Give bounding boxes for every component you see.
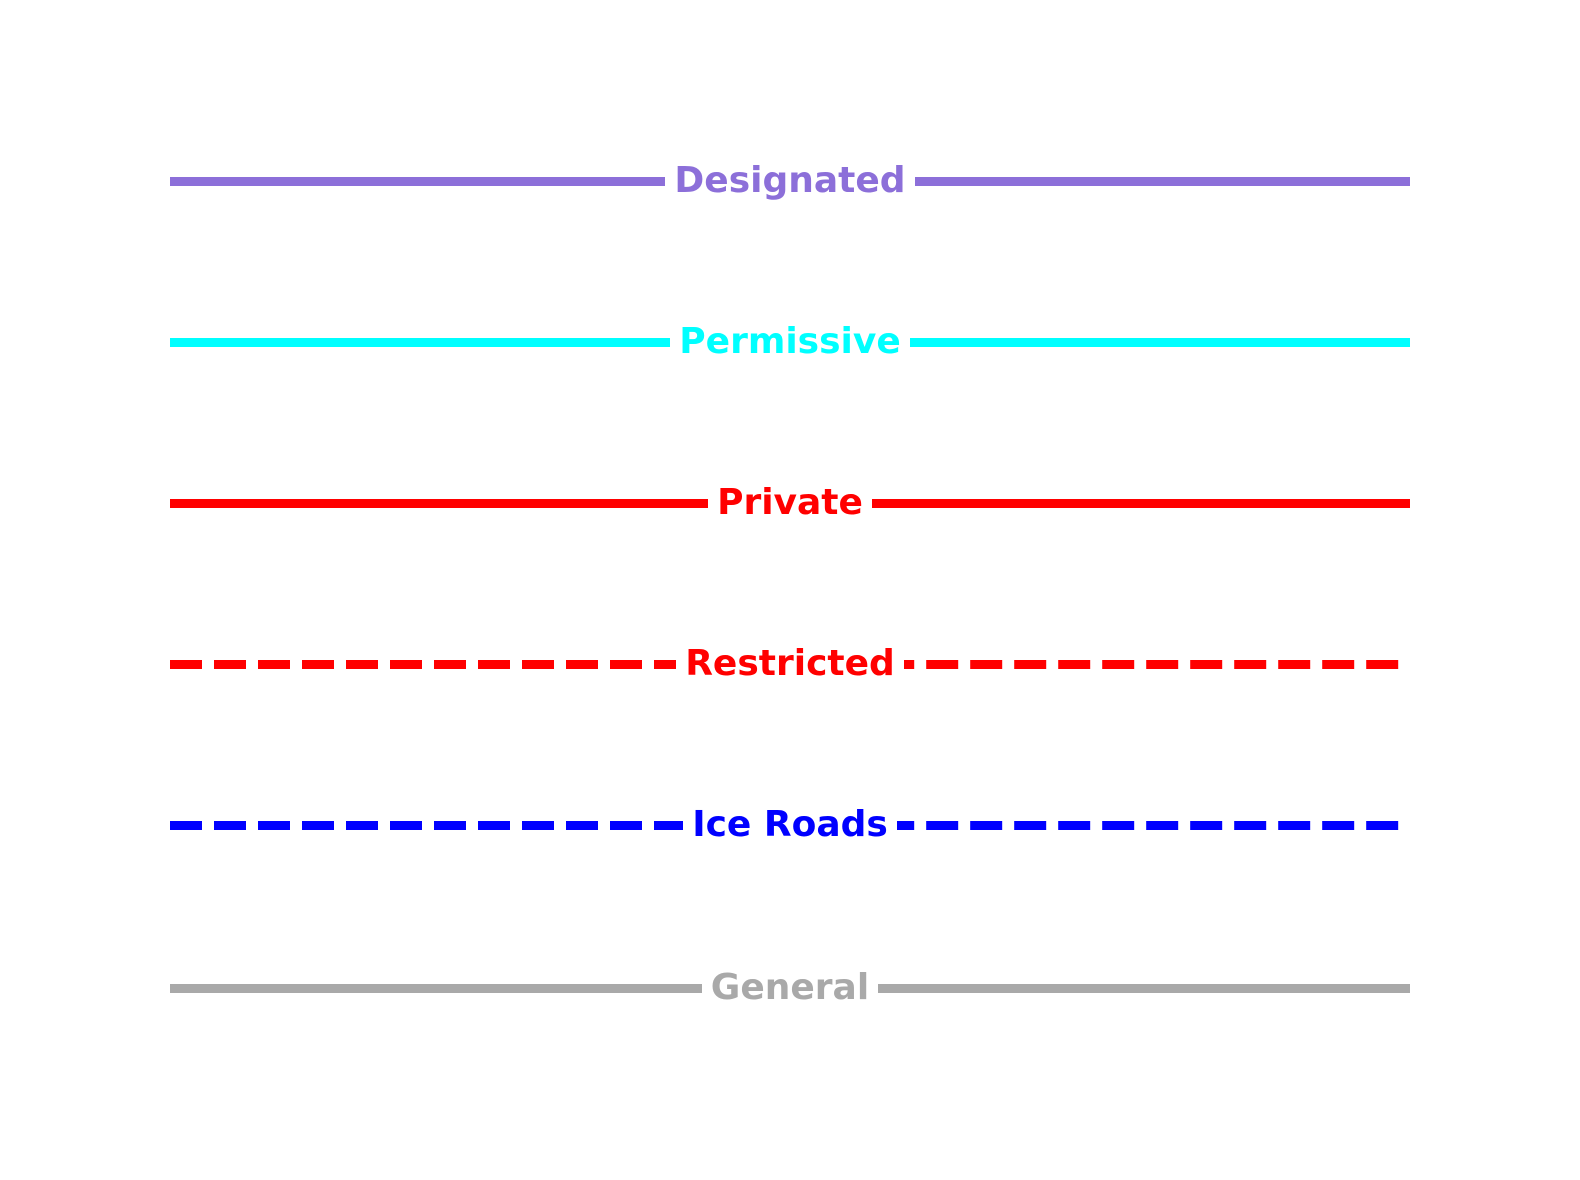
legend-line-left-private — [170, 498, 709, 508]
legend-line-left-general — [170, 983, 702, 993]
legend-line-right-general — [878, 983, 1410, 993]
legend-line-left-restricted — [170, 659, 677, 669]
legend-line-right-private — [871, 498, 1410, 508]
legend-line-right-permissive — [909, 337, 1411, 347]
legend-label-private: Private — [717, 482, 863, 523]
legend-line-left-designated — [170, 176, 666, 186]
legend-line-right-restricted — [903, 659, 1411, 669]
legend-row-permissive: Permissive — [170, 312, 1411, 372]
legend-line-left-ice-roads — [170, 820, 684, 830]
legend-line-left-permissive — [170, 337, 671, 347]
legend-row-designated: Designated — [170, 151, 1410, 211]
legend-line-right-designated — [914, 176, 1410, 186]
legend-label-ice-roads: Ice Roads — [692, 804, 888, 845]
legend-row-private: Private — [170, 473, 1410, 533]
legend-row-general: General — [170, 958, 1410, 1018]
legend-label-designated: Designated — [674, 160, 906, 201]
legend-label-restricted: Restricted — [685, 643, 895, 684]
legend-row-restricted: Restricted — [170, 634, 1411, 694]
legend-label-general: General — [710, 967, 870, 1008]
legend-label-permissive: Permissive — [679, 321, 901, 362]
legend-line-right-ice-roads — [896, 820, 1411, 830]
legend-row-ice-roads: Ice Roads — [170, 795, 1411, 855]
